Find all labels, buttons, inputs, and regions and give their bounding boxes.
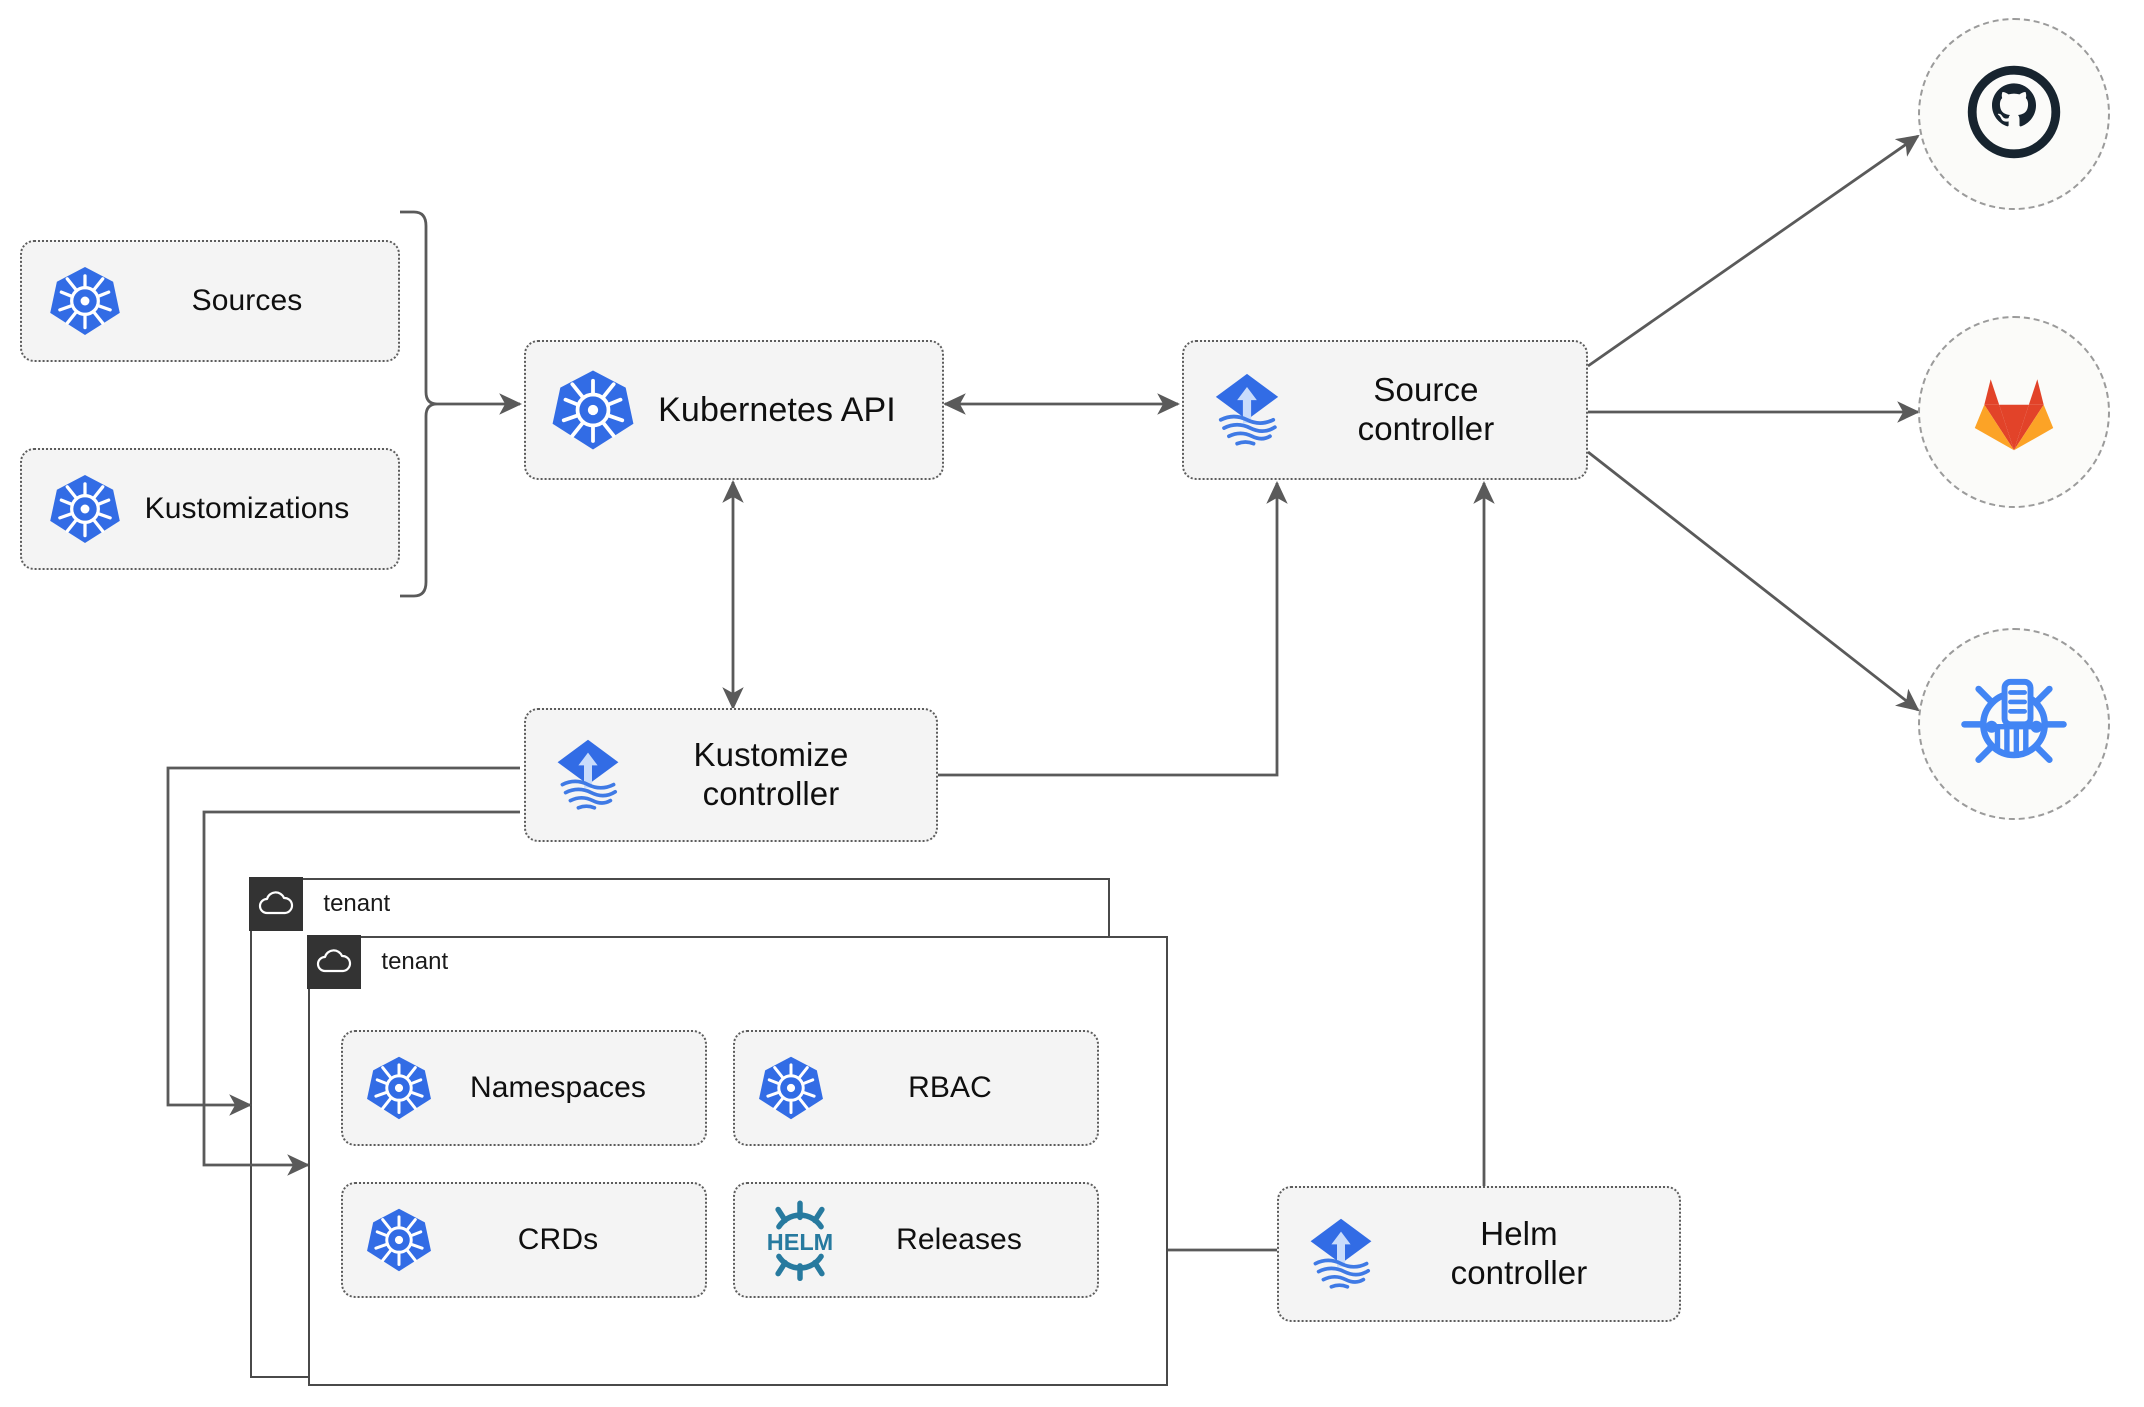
node-crds[interactable]: CRDs bbox=[341, 1182, 707, 1298]
wire-sourcecontroller-to-github bbox=[1587, 134, 1920, 368]
node-label: RBAC bbox=[908, 1071, 992, 1105]
kubernetes-icon bbox=[550, 367, 636, 453]
node-source-controller[interactable]: Source controller bbox=[1182, 340, 1588, 480]
node-helm-controller[interactable]: Helm controller bbox=[1277, 1186, 1681, 1322]
flux-icon bbox=[1301, 1214, 1381, 1294]
provider-github[interactable] bbox=[1918, 18, 2110, 210]
flux-icon bbox=[1206, 369, 1288, 451]
node-label: Namespaces bbox=[469, 1071, 647, 1105]
kubernetes-icon bbox=[757, 1054, 825, 1122]
helm-repository-icon bbox=[1955, 663, 2073, 786]
flux-icon bbox=[548, 735, 628, 815]
node-label: Kubernetes API bbox=[658, 390, 896, 429]
wire-kustomizecontroller-to-sourcecontroller bbox=[938, 481, 1288, 777]
provider-gitlab[interactable] bbox=[1918, 316, 2110, 508]
cloud-icon bbox=[307, 935, 362, 990]
node-kustomize-controller[interactable]: Kustomize controller bbox=[524, 708, 938, 842]
wire-sourcecontroller-to-helmrepository bbox=[1587, 450, 1920, 712]
node-label: Kustomizations bbox=[144, 492, 350, 526]
tenant-tab-inner[interactable]: tenant bbox=[307, 935, 449, 990]
svg-text:HELM: HELM bbox=[767, 1229, 833, 1255]
node-label: CRDs bbox=[517, 1223, 599, 1257]
tenant-label: tenant bbox=[381, 948, 449, 976]
node-label: Kustomize controller bbox=[693, 736, 849, 812]
tenant-container-inner[interactable]: tenant bbox=[307, 935, 1168, 1386]
kubernetes-icon bbox=[48, 264, 122, 338]
tenant-tab-outer[interactable]: tenant bbox=[249, 877, 391, 932]
node-namespaces[interactable]: Namespaces bbox=[341, 1030, 707, 1146]
kubernetes-icon bbox=[48, 472, 122, 546]
tenant-label: tenant bbox=[323, 890, 391, 918]
kubernetes-icon bbox=[365, 1054, 433, 1122]
resource-group-bracket bbox=[400, 210, 438, 598]
node-label: Source controller bbox=[1357, 371, 1495, 447]
kubernetes-icon bbox=[365, 1206, 433, 1274]
node-label: Helm controller bbox=[1450, 1215, 1588, 1291]
github-icon bbox=[1959, 57, 2069, 172]
gitlab-icon bbox=[1961, 357, 2067, 468]
node-kubernetes-api[interactable]: Kubernetes API bbox=[524, 340, 944, 480]
provider-helm-repository[interactable] bbox=[1918, 628, 2110, 820]
cloud-icon bbox=[249, 877, 304, 932]
node-kustomizations[interactable]: Kustomizations bbox=[20, 448, 400, 570]
node-label: Sources bbox=[191, 284, 303, 318]
node-sources[interactable]: Sources bbox=[20, 240, 400, 362]
helm-icon: HELM bbox=[757, 1197, 843, 1283]
node-rbac[interactable]: RBAC bbox=[733, 1030, 1099, 1146]
node-label: Releases bbox=[896, 1223, 1022, 1257]
node-releases[interactable]: HELM Releases bbox=[733, 1182, 1099, 1298]
